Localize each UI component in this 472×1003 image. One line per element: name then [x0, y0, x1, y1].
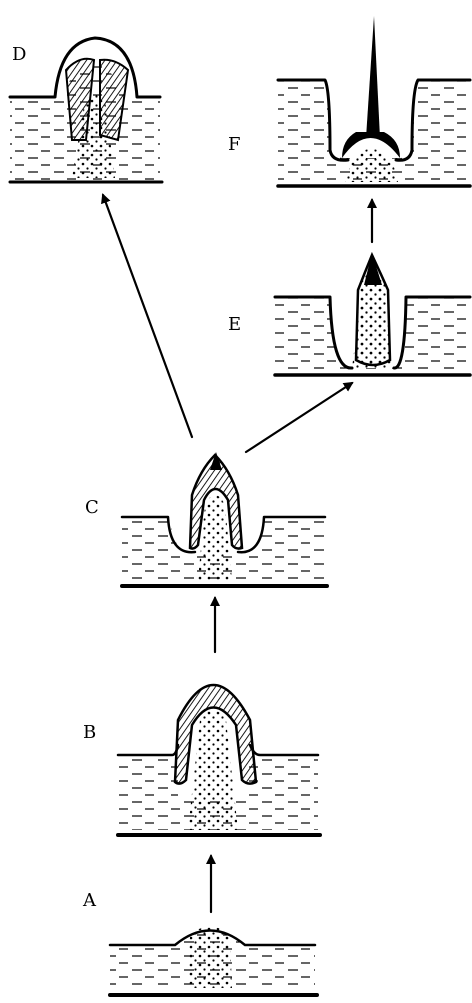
stage-d-label: D	[12, 44, 26, 65]
stage-e: E	[228, 253, 470, 375]
stage-e-label: E	[228, 314, 241, 335]
stage-a-papilla	[188, 927, 232, 989]
stage-c-label: C	[85, 497, 99, 518]
arrow-c-to-e	[246, 383, 352, 452]
stage-b: B	[83, 685, 320, 835]
stage-f-papilla	[345, 149, 398, 182]
stage-b-papilla	[188, 710, 238, 830]
stage-d: D	[10, 38, 162, 182]
stage-a-label: A	[82, 890, 97, 911]
stage-f-label: F	[228, 134, 241, 155]
stage-f-hair-shaft	[366, 16, 380, 138]
stage-b-label: B	[83, 722, 96, 743]
stage-f: F	[228, 16, 470, 186]
stage-c: C	[85, 452, 327, 586]
arrow-c-to-d	[103, 195, 192, 437]
stage-a: A	[82, 890, 317, 995]
